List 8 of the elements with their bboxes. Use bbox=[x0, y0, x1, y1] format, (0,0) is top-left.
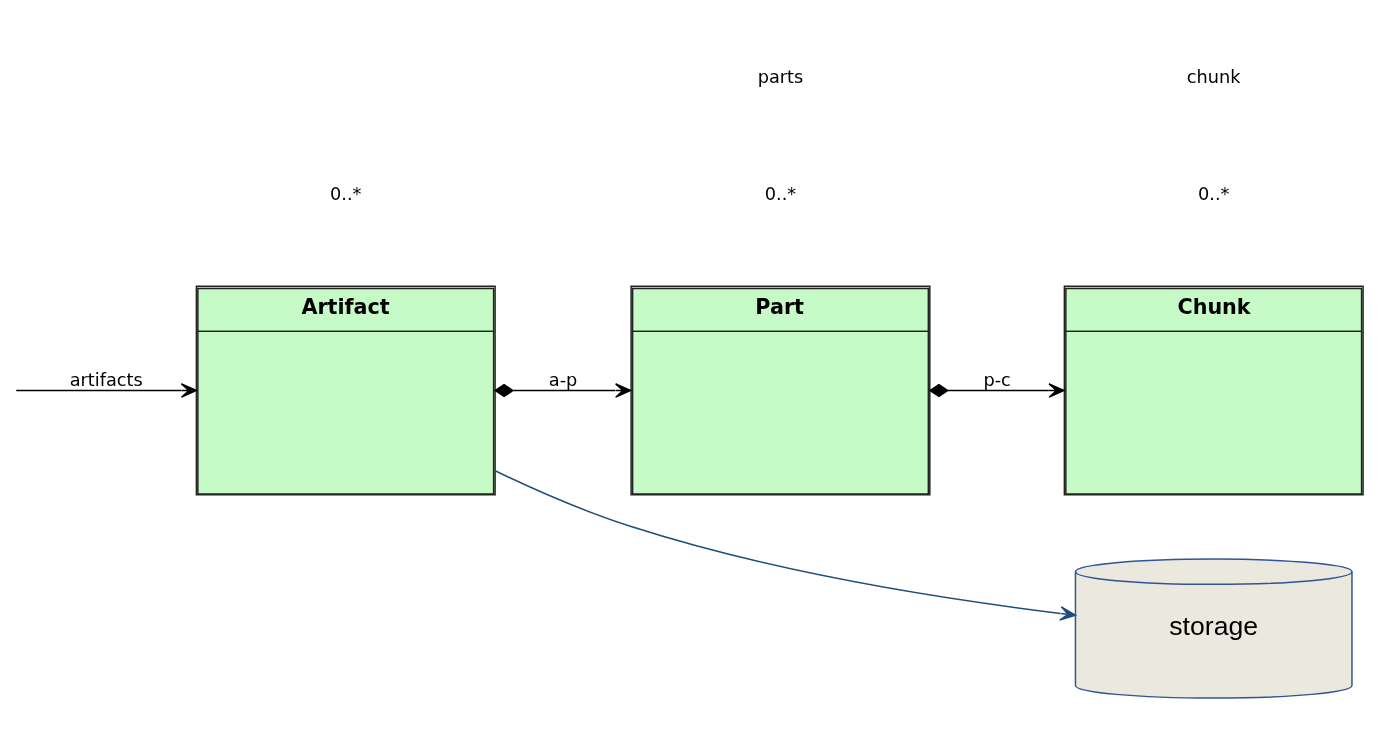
edge-label: p-c bbox=[983, 369, 1011, 389]
label: chunk bbox=[1186, 66, 1241, 87]
label: 0..* bbox=[330, 183, 362, 204]
label: 0..* bbox=[1198, 183, 1230, 204]
label: parts bbox=[757, 66, 804, 87]
edge-label: a-p bbox=[548, 369, 578, 389]
edge-label: artifacts bbox=[69, 369, 143, 389]
label: 0..* bbox=[764, 183, 797, 204]
